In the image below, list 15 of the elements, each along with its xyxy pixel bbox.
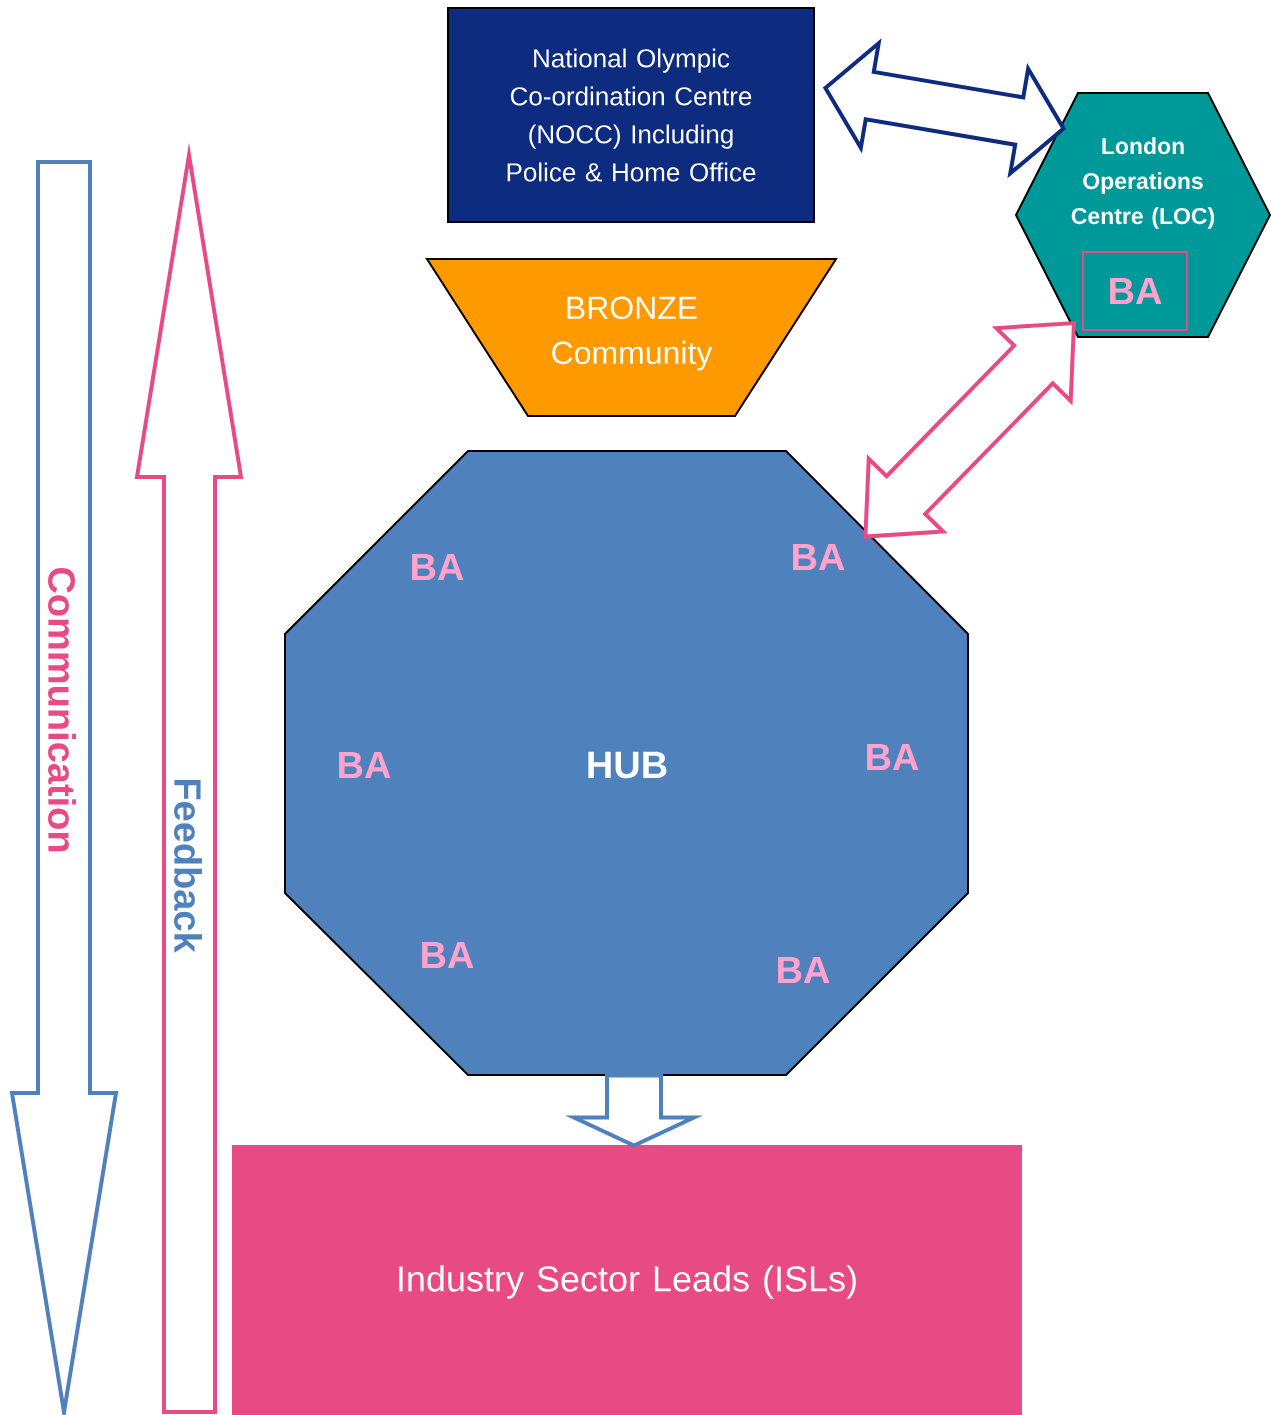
hub-label: HUB bbox=[588, 751, 667, 779]
ba-label: BA bbox=[339, 751, 391, 779]
arrow-label: Communication bbox=[48, 568, 76, 852]
ba-label: BA bbox=[778, 956, 830, 984]
block-arrow bbox=[565, 1073, 703, 1148]
double-arrow bbox=[863, 320, 1077, 539]
centre-box: National Olympic Co-ordination Centre (NOCC) Including Police & Home Office bbox=[447, 7, 815, 223]
hub-octagon bbox=[284, 450, 969, 1076]
sector-box: Industry Sector Leads (ISLs) bbox=[232, 1145, 1022, 1415]
ba-label: BA bbox=[422, 941, 474, 969]
ba-label: BA bbox=[793, 543, 845, 571]
ba-box: BA bbox=[1082, 251, 1188, 331]
arrow-label: Feedback bbox=[174, 779, 202, 953]
ba-label: BA bbox=[412, 553, 464, 581]
ba-label: BA bbox=[867, 743, 919, 771]
